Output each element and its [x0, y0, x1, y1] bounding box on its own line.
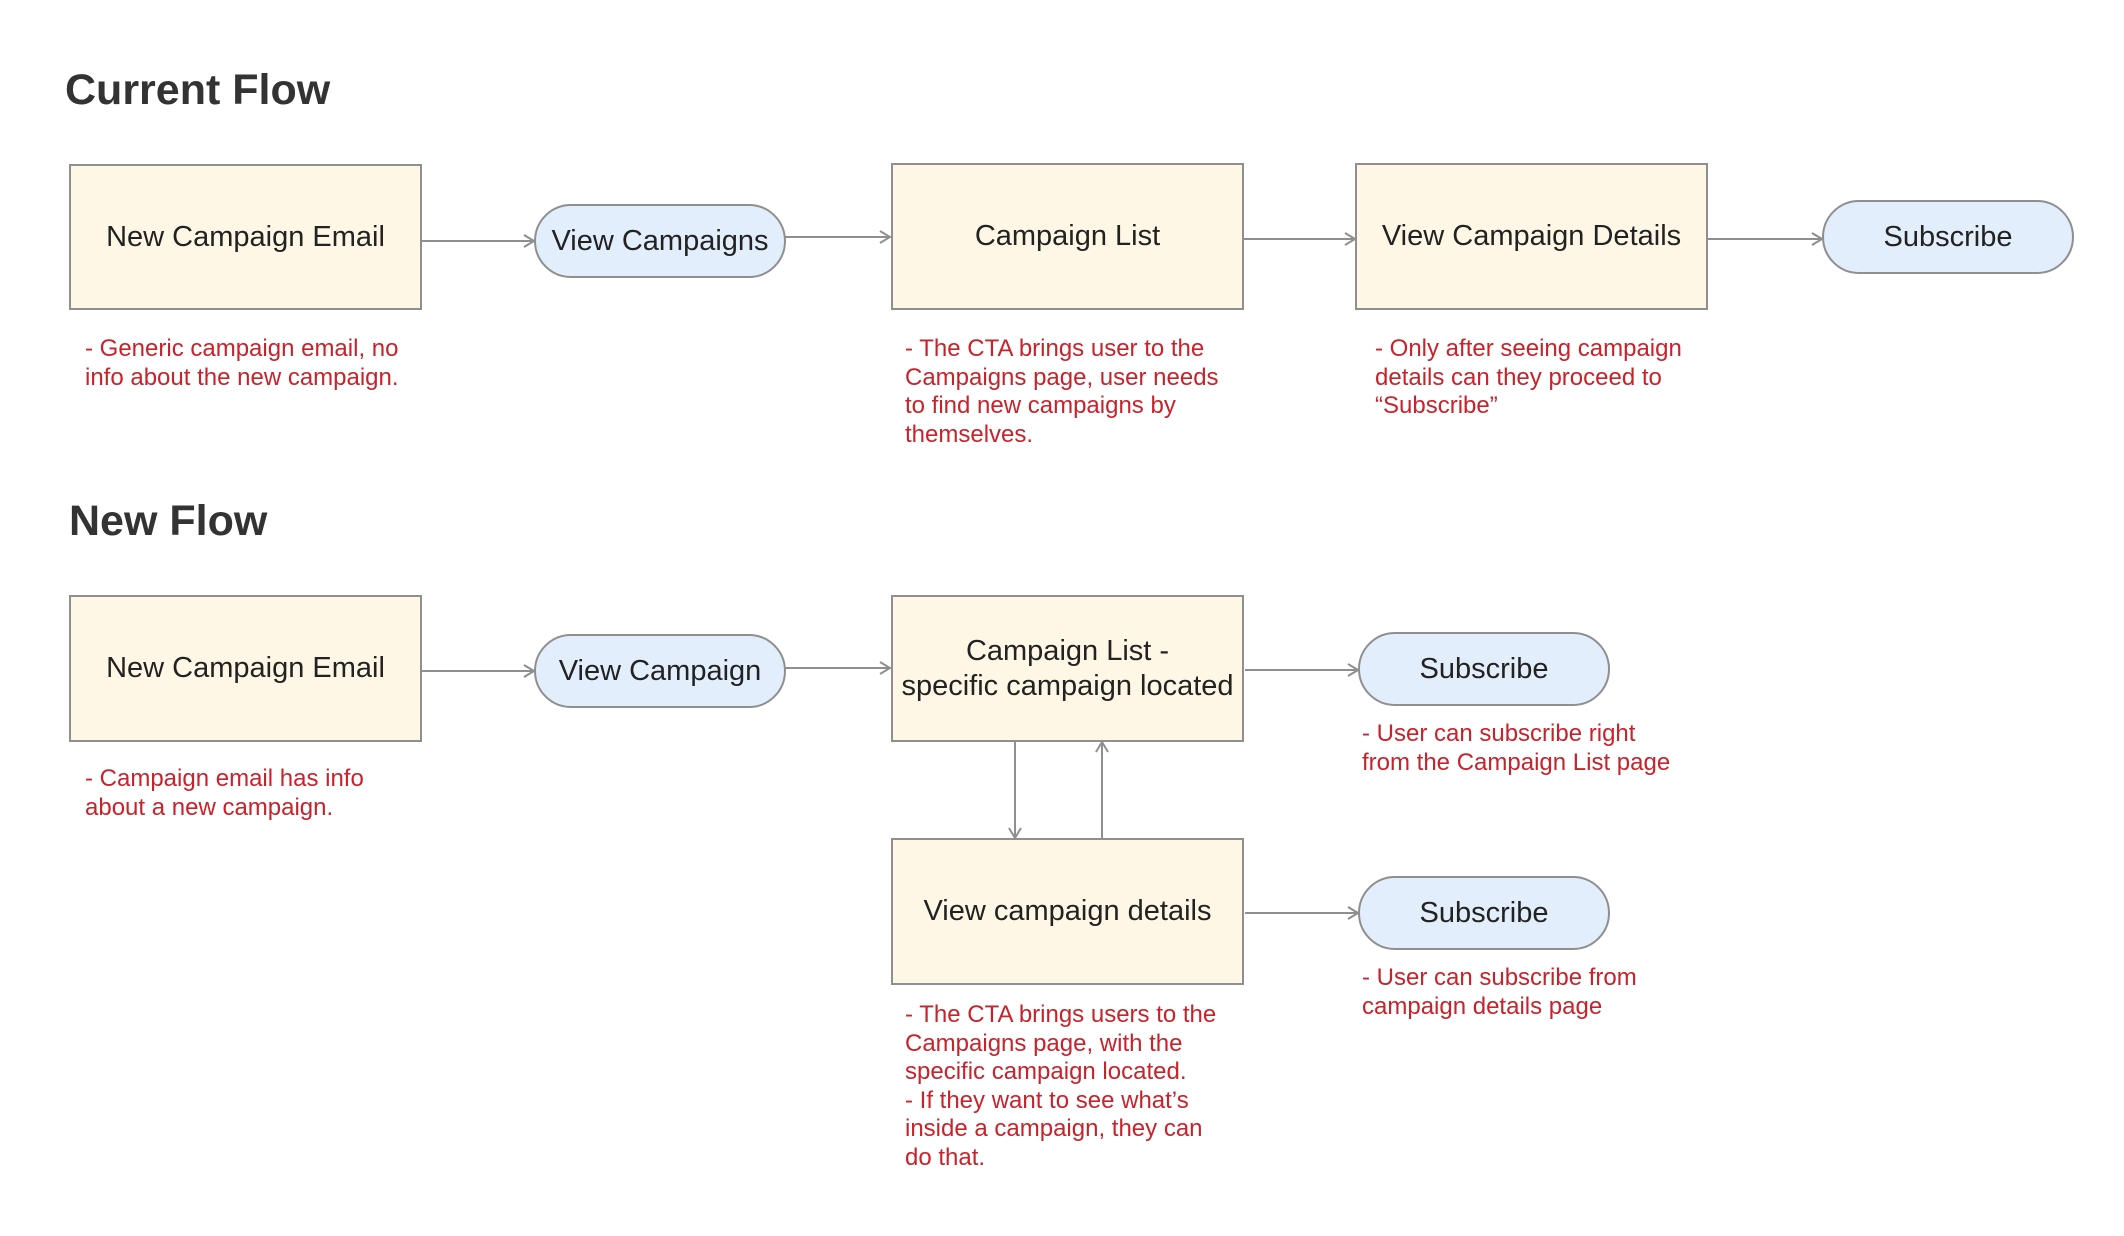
- current-view-campaign-details-node: View Campaign Details: [1355, 163, 1708, 310]
- node-label-line-2: specific campaign located: [901, 669, 1234, 702]
- new-subscribe-details-node: Subscribe: [1358, 876, 1610, 950]
- note-line: - Campaign email has info: [85, 765, 364, 792]
- current-details-note: - Only after seeing campaign details can…: [1375, 335, 1735, 421]
- current-view-campaigns-node: View Campaigns: [534, 204, 786, 278]
- note-line: campaign details page: [1362, 992, 1603, 1020]
- note-line: from the Campaign List page: [1362, 748, 1671, 776]
- note-line: inside a campaign, they can: [905, 1115, 1203, 1142]
- note-line: do that.: [905, 1143, 986, 1171]
- note-line: - Only after seeing campaign: [1375, 335, 1682, 362]
- note-line: - User can subscribe right: [1362, 720, 1636, 747]
- new-view-campaign-node: View Campaign: [534, 634, 786, 708]
- node-label-line-1: Campaign List -: [965, 634, 1170, 667]
- current-flow-heading: Current Flow: [65, 66, 331, 114]
- node-label: New Campaign Email: [106, 652, 385, 685]
- current-subscribe-node: Subscribe: [1822, 200, 2074, 274]
- new-view-campaign-details-node: View campaign details: [891, 838, 1244, 985]
- new-flow-heading: New Flow: [69, 497, 268, 545]
- node-label: New Campaign Email: [106, 220, 385, 253]
- node-label: Subscribe: [1419, 896, 1549, 929]
- node-label: View Campaign Details: [1381, 220, 1682, 253]
- current-new-campaign-email-node: New Campaign Email: [69, 164, 422, 310]
- node-label: Campaign List: [974, 220, 1161, 253]
- new-details-note: - The CTA brings users to the Campaigns …: [905, 1001, 1265, 1172]
- note-line: to find new campaigns by: [905, 392, 1176, 419]
- current-email-note: - Generic campaign email, no info about …: [85, 335, 425, 392]
- note-line: about a new campaign.: [85, 793, 334, 821]
- current-campaign-list-note: - The CTA brings user to the Campaigns p…: [905, 335, 1265, 449]
- note-line: - If they want to see what’s: [905, 1086, 1189, 1114]
- note-line: - User can subscribe from: [1362, 964, 1637, 991]
- node-label: Subscribe: [1883, 220, 2013, 253]
- note-line: details can they proceed to: [1375, 363, 1662, 391]
- current-campaign-list-node: Campaign List: [891, 163, 1244, 310]
- note-line: - The CTA brings users to the: [905, 1001, 1217, 1028]
- note-line: - The CTA brings user to the: [905, 335, 1205, 362]
- note-line: Campaigns page, user needs: [905, 363, 1219, 391]
- note-line: - Generic campaign email, no: [85, 335, 399, 362]
- node-label: View Campaign: [558, 654, 762, 687]
- node-label: View campaign details: [923, 895, 1212, 928]
- note-line: specific campaign located.: [905, 1058, 1187, 1085]
- new-subscribe-list-node: Subscribe: [1358, 632, 1610, 706]
- note-line: “Subscribe”: [1375, 392, 1498, 419]
- new-subscribe-details-note: - User can subscribe from campaign detai…: [1362, 964, 1742, 1021]
- new-email-note: - Campaign email has info about a new ca…: [85, 765, 425, 822]
- note-line: themselves.: [905, 420, 1034, 448]
- new-campaign-list-node: Campaign List - specific campaign locate…: [891, 595, 1244, 742]
- new-subscribe-list-note: - User can subscribe right from the Camp…: [1362, 720, 1742, 777]
- node-label: View Campaigns: [551, 224, 769, 257]
- node-label: Subscribe: [1419, 652, 1549, 685]
- new-new-campaign-email-node: New Campaign Email: [69, 595, 422, 742]
- note-line: info about the new campaign.: [85, 363, 399, 391]
- note-line: Campaigns page, with the: [905, 1029, 1183, 1057]
